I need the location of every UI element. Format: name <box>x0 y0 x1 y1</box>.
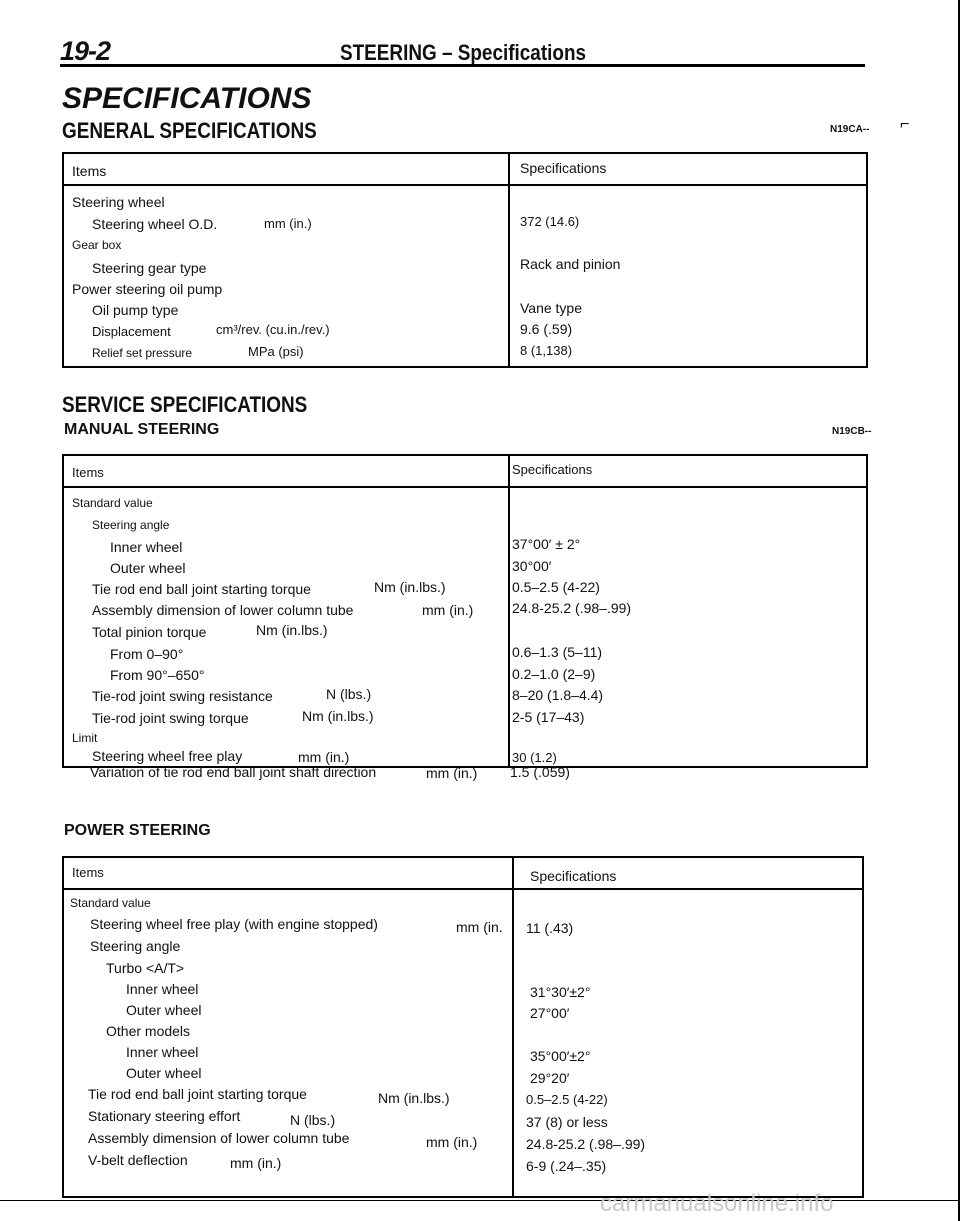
manual-row-item: Variation of tie rod end ball joint shaf… <box>90 764 377 780</box>
general-code: N19CA-- <box>830 124 870 135</box>
power-row-spec: 29°20′ <box>530 1070 570 1086</box>
manual-row-spec: 0.5–2.5 (4-22) <box>512 579 600 595</box>
power-row-unit: mm (in. <box>456 919 503 935</box>
watermark: carmanualsonline.info <box>600 1190 834 1217</box>
service-heading: SERVICE SPECIFICATIONS <box>62 392 308 417</box>
margin-mark-icon: ⌐ <box>900 116 910 133</box>
general-row-item: Steering gear type <box>92 260 207 276</box>
manual-row-item: Steering wheel free play <box>92 748 243 764</box>
power-row-item: Stationary steering effort <box>88 1108 241 1124</box>
general-row-unit: MPa (psi) <box>248 344 304 359</box>
manual-row-unit: Nm (in.lbs.) <box>256 622 328 638</box>
running-title: STEERING – Specifications <box>340 40 587 65</box>
manual-row-unit: mm (in.) <box>298 749 350 765</box>
scan-edge <box>958 0 960 1221</box>
power-row-spec: 6-9 (.24–.35) <box>526 1158 607 1174</box>
manual-heading: MANUAL STEERING <box>64 421 220 438</box>
power-row-item: Inner wheel <box>126 1044 199 1060</box>
power-row-item: Steering wheel free play (with engine st… <box>90 916 378 932</box>
manual-row-item: Standard value <box>72 496 153 510</box>
general-table: Items Specifications Steering wheel Stee… <box>62 152 868 368</box>
page-title: SPECIFICATIONS <box>62 82 312 115</box>
power-row-item: Other models <box>106 1023 191 1039</box>
manual-row-spec: 0.2–1.0 (2–9) <box>512 666 596 682</box>
manual-row-unit: Nm (in.lbs.) <box>302 708 374 724</box>
power-row-item: Tie rod end ball joint starting torque <box>88 1086 307 1102</box>
general-row-item: Displacement <box>92 324 171 339</box>
power-row-unit: N (lbs.) <box>290 1112 336 1128</box>
manual-col-items: Items <box>72 465 104 480</box>
manual-row-item: Inner wheel <box>110 539 183 555</box>
power-heading: POWER STEERING <box>64 822 211 839</box>
general-col-specs: Specifications <box>520 160 607 176</box>
power-row-item: Turbo <A/T> <box>106 960 185 976</box>
manual-row-spec: 0.6–1.3 (5–11) <box>512 644 603 660</box>
manual-row-spec: 2-5 (17–43) <box>512 709 585 725</box>
power-row-item: Steering angle <box>90 938 181 954</box>
manual-row-item: From 90°–650° <box>110 667 205 683</box>
power-table: Items Specifications Standard value Stee… <box>62 856 864 1198</box>
power-row-item: Outer wheel <box>126 1002 202 1018</box>
general-row-spec: Rack and pinion <box>520 256 621 272</box>
general-row-unit: mm (in.) <box>264 216 312 231</box>
power-row-item: Assembly dimension of lower column tube <box>88 1130 350 1146</box>
general-row-item: Steering wheel O.D. <box>92 216 218 232</box>
power-row-item: Outer wheel <box>126 1065 202 1081</box>
manual-row-item: Tie-rod joint swing resistance <box>92 688 273 704</box>
bottom-rule <box>0 1200 960 1201</box>
general-row-spec: 8 (1,138) <box>520 343 573 358</box>
page-number: 19-2 <box>60 36 111 66</box>
power-row-unit: mm (in.) <box>230 1155 282 1171</box>
power-col-items: Items <box>72 865 104 880</box>
general-row-spec: Vane type <box>520 300 583 316</box>
manual-row-spec: 30°00′ <box>512 558 552 574</box>
power-row-spec: 37 (8) or less <box>526 1114 608 1130</box>
manual-row-item: Assembly dimension of lower column tube <box>92 602 354 618</box>
general-col-items: Items <box>72 163 107 179</box>
power-row-spec: 11 (.43) <box>526 920 574 936</box>
power-row-item: V-belt deflection <box>88 1152 188 1168</box>
power-row-spec: 35°00′±2° <box>530 1048 591 1064</box>
power-col-specs: Specifications <box>530 868 617 884</box>
manual-col-specs: Specifications <box>512 462 593 477</box>
manual-row-item: Tie-rod joint swing torque <box>92 710 249 726</box>
manual-row-unit: Nm (in.lbs.) <box>374 579 446 595</box>
general-row-item: Oil pump type <box>92 302 179 318</box>
general-row-unit: cm³/rev. (cu.in./rev.) <box>216 322 330 337</box>
manual-code: N19CB-- <box>832 426 872 437</box>
general-row-item: Relief set pressure <box>92 346 193 360</box>
manual-row-spec: 1.5 (.059) <box>510 764 570 780</box>
header-rule <box>60 64 865 67</box>
manual-row-unit: N (lbs.) <box>326 686 372 702</box>
manual-row-unit: mm (in.) <box>422 602 474 618</box>
power-row-item: Inner wheel <box>126 981 199 997</box>
power-row-unit: Nm (in.lbs.) <box>378 1090 450 1106</box>
manual-row-item: From 0–90° <box>110 646 184 662</box>
manual-row-item: Tie rod end ball joint starting torque <box>92 581 311 597</box>
power-row-spec: 24.8-25.2 (.98–.99) <box>526 1136 646 1152</box>
general-row-spec: 372 (14.6) <box>520 214 580 229</box>
manual-row-item: Steering angle <box>92 518 170 532</box>
general-row-item: Power steering oil pump <box>72 281 223 297</box>
manual-row-spec: 37°00′ ± 2° <box>512 536 581 552</box>
manual-row-item: Outer wheel <box>110 560 186 576</box>
manual-row-spec: 8–20 (1.8–4.4) <box>512 687 604 703</box>
manual-row-item: Limit <box>72 731 98 745</box>
general-row-item: Gear box <box>72 238 122 252</box>
power-row-unit: mm (in.) <box>426 1134 478 1150</box>
general-row-spec: 9.6 (.59) <box>520 321 573 337</box>
general-heading: GENERAL SPECIFICATIONS <box>62 118 317 143</box>
power-row-spec: 31°30′±2° <box>530 984 591 1000</box>
general-row-item: Steering wheel <box>72 194 165 210</box>
power-row-item: Standard value <box>70 896 151 910</box>
manual-row-item: Total pinion torque <box>92 624 207 640</box>
manual-row-unit: mm (in.) <box>426 765 478 781</box>
manual-row-spec: 30 (1.2) <box>512 750 557 765</box>
manual-table: Items Specifications Standard value Stee… <box>62 454 868 768</box>
power-row-spec: 0.5–2.5 (4-22) <box>526 1092 608 1107</box>
power-row-spec: 27°00′ <box>530 1005 570 1021</box>
manual-row-spec: 24.8-25.2 (.98–.99) <box>512 600 632 616</box>
